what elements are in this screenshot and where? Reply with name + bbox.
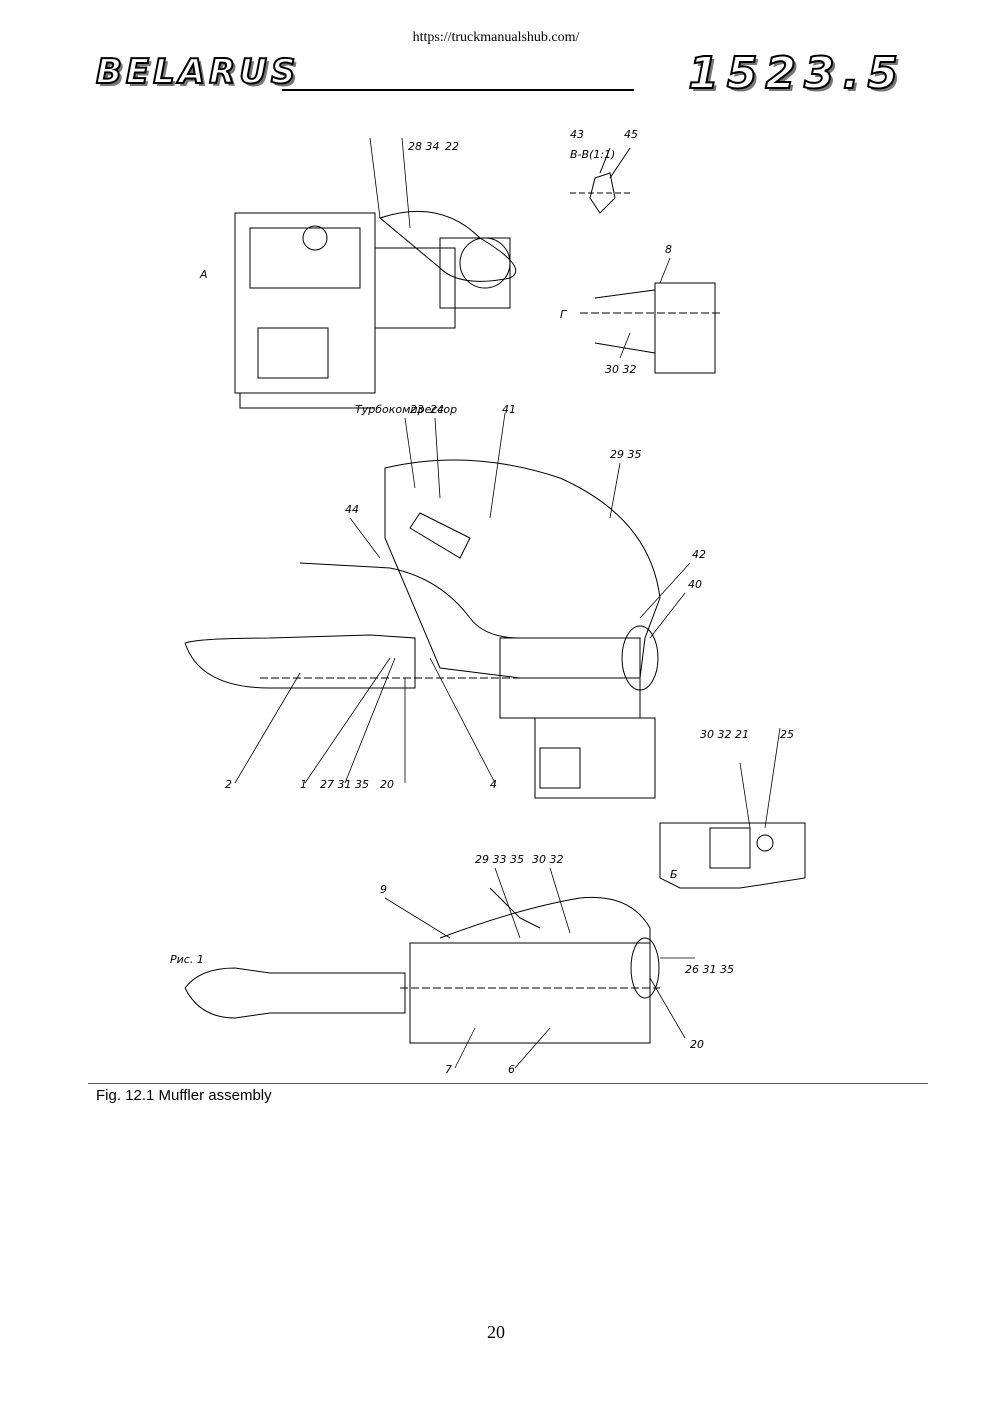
leader-lines: [234, 137, 781, 1069]
callout: 42: [692, 548, 706, 561]
callout: 9: [380, 883, 387, 896]
callout: 4: [490, 778, 497, 791]
figure-caption: Fig. 12.1 Muffler assembly: [96, 1087, 272, 1104]
callout: 29 35: [610, 448, 642, 461]
source-url[interactable]: https://truckmanualshub.com/: [412, 30, 580, 45]
page-number: 20: [487, 1322, 505, 1342]
view-b: [659, 822, 806, 889]
model-logo: 1523.5: [687, 47, 906, 100]
header-rule: [282, 89, 634, 91]
callout: 6: [508, 1063, 515, 1076]
callout: 1: [300, 778, 307, 791]
callout: 20: [380, 778, 394, 791]
callout: 20: [690, 1038, 704, 1051]
central-assembly: [184, 459, 661, 799]
section-b-b: [570, 147, 631, 214]
brand-logo: BELARUS: [95, 51, 300, 93]
callout: 7: [445, 1063, 452, 1076]
view-label: В-В(1:1): [570, 148, 615, 161]
callout: 23: [410, 403, 424, 416]
callout: 40: [688, 578, 702, 591]
view-label: А: [199, 268, 208, 281]
muffler-view: [184, 887, 660, 1044]
callout: 21: [735, 728, 749, 741]
callout: 25: [780, 728, 794, 741]
view-label: Г: [560, 308, 567, 321]
callout: 8: [665, 243, 672, 256]
callout: 29 33 35: [475, 853, 524, 866]
callout: 41: [502, 403, 516, 416]
callout: 22: [445, 140, 459, 153]
caption-rule: [88, 1083, 928, 1084]
part-callouts: 28 34 22 43 45 8 30 32 23 24 41 29 35 44…: [225, 128, 794, 1076]
callout: 24: [430, 403, 444, 416]
view-labels: А Б В-В(1:1) Г Рис. 1 Турбокомпрессор: [170, 148, 678, 966]
callout: 30 32: [700, 728, 732, 741]
view-a-engine: [234, 210, 517, 409]
callout: 2: [225, 778, 232, 791]
callout: 28 34: [408, 140, 440, 153]
view-label: Б: [670, 868, 678, 881]
callout: 45: [624, 128, 638, 141]
callout: 44: [345, 503, 359, 516]
callout: 43: [570, 128, 584, 141]
callout: 26 31 35: [685, 963, 734, 976]
view-g: [580, 282, 720, 374]
callout: 27 31 35: [320, 778, 369, 791]
view-label: Турбокомпрессор: [355, 403, 457, 416]
callout: 30 32: [605, 363, 637, 376]
view-label: Рис. 1: [170, 953, 204, 966]
muffler-assembly-drawing: А Б В-В(1:1) Г Рис. 1 Турбокомпрессор 28…: [170, 128, 806, 1076]
callout: 30 32: [532, 853, 564, 866]
